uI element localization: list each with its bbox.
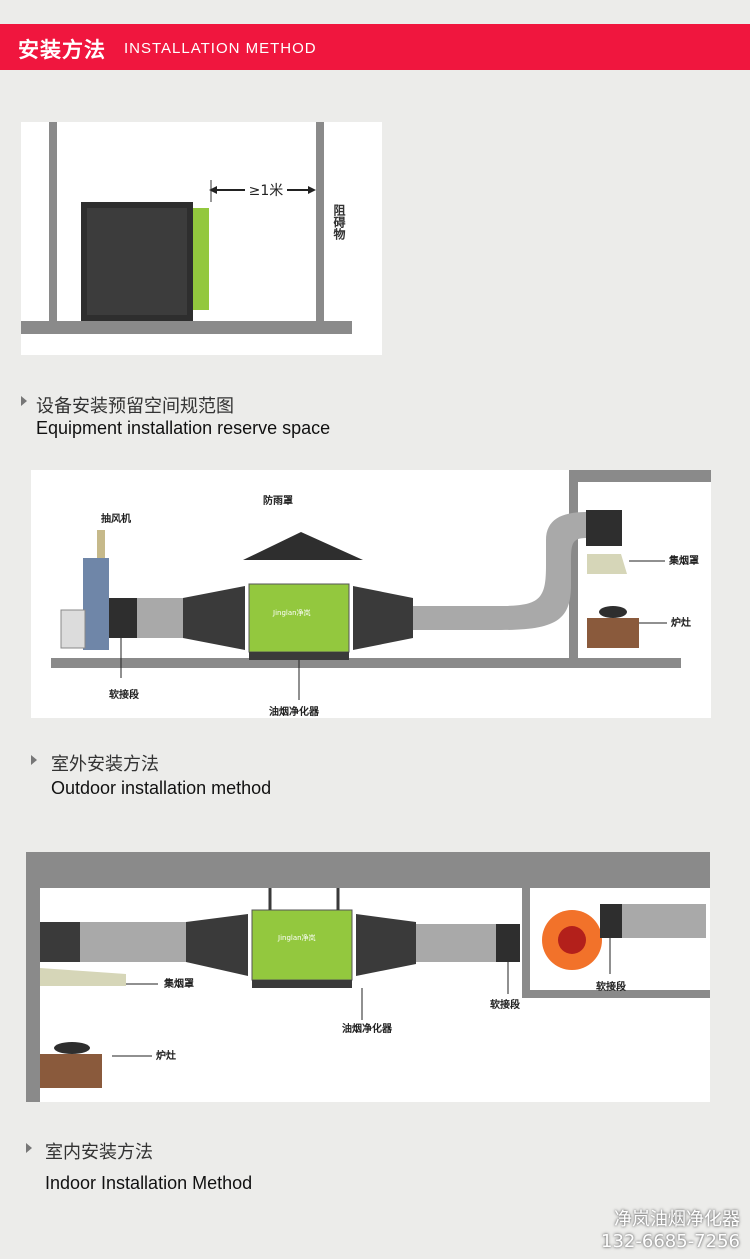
brand-watermark: 净岚油烟净化器 132-6685-7256 (601, 1205, 740, 1252)
caption-arrow-icon (26, 1143, 32, 1153)
label-indoor-hood: 集烟罩 (163, 977, 194, 990)
label-indoor-stove: 炉灶 (156, 1049, 176, 1062)
duct-taper-left (183, 586, 245, 650)
building-roof (569, 470, 711, 482)
label-fan: 抽风机 (101, 512, 131, 525)
indoor-soft-joint-shape (496, 924, 520, 962)
caption-cn: 室内安装方法 (45, 1142, 153, 1163)
purifier-grille (87, 208, 187, 315)
indoor-diagram: Jinglan净岚 集烟罩 炉灶 油烟净化器 软接段 软接段 (26, 852, 710, 1102)
fan-motor (60, 609, 86, 649)
purifier-base (249, 652, 349, 660)
fan-outlet-joint (600, 904, 622, 938)
indoor-duct-dark (40, 922, 80, 962)
fan-body (83, 558, 109, 650)
indoor-hood-shape (40, 968, 126, 986)
indoor-purifier-logo: Jinglan净岚 (277, 933, 316, 942)
ceiling (26, 852, 710, 888)
stove-burner (599, 606, 627, 618)
caption-arrow-icon (31, 755, 37, 765)
label-soft-joint-2: 软接段 (596, 980, 626, 993)
caption-arrow-icon (21, 396, 27, 406)
outdoor-svg: 集烟罩 炉灶 抽风机 Jinglan净岚 防雨罩 软接段 油烟净化器 (51, 470, 711, 718)
caption-cn: 设备安装预留空间规范图 (36, 396, 234, 417)
roof-floor (51, 658, 681, 668)
fan-outlet-duct (622, 904, 706, 938)
indoor-duct-gray (80, 922, 186, 962)
soft-joint-shape (109, 598, 137, 638)
header-title-en: INSTALLATION METHOD (124, 40, 317, 57)
indoor-taper-right (356, 914, 416, 976)
indoor-duct-gray-2 (416, 924, 496, 962)
section-header: 安装方法 INSTALLATION METHOD (0, 24, 750, 70)
outdoor-purifier (248, 583, 350, 653)
building-wall (569, 470, 578, 658)
caption-en: Equipment installation reserve space (36, 418, 331, 438)
duct-taper-right (353, 586, 413, 650)
duct-gray-left (137, 598, 183, 638)
obstacle-label: 阻碍物 (332, 203, 346, 241)
label-soft-joint-1: 软接段 (490, 998, 520, 1011)
fan-inlet (558, 926, 586, 954)
rain-cover-shape (243, 532, 363, 560)
caption-cn: 室外安装方法 (51, 754, 159, 775)
purifier-logo: Jinglan净岚 (272, 608, 311, 617)
floor (21, 321, 352, 334)
obstacle-wall (316, 122, 324, 327)
label-rain-cover: 防雨罩 (263, 494, 293, 507)
fan-stack (97, 530, 105, 558)
indoor-ledge (522, 990, 710, 998)
label-soft-joint: 软接段 (109, 688, 139, 701)
indoor-purifier-base (252, 980, 352, 988)
company-name: 净岚油烟净化器 (614, 1209, 740, 1230)
label-hood: 集烟罩 (668, 554, 699, 567)
reserve-space-svg: ≥1米 阻碍物 (21, 122, 352, 334)
hood-shape (587, 554, 627, 574)
purifier-side-panel (193, 208, 209, 310)
wall-left (49, 122, 57, 327)
indoor-wall-right (522, 888, 530, 998)
outdoor-diagram: 集烟罩 炉灶 抽风机 Jinglan净岚 防雨罩 软接段 油烟净化器 (31, 470, 711, 718)
distance-label: ≥1米 (249, 183, 284, 199)
reserve-space-diagram: ≥1米 阻碍物 (21, 122, 382, 355)
indoor-taper-left (186, 914, 248, 976)
phone-number: 132-6685-7256 (601, 1231, 740, 1252)
label-indoor-purifier: 油烟净化器 (342, 1022, 393, 1035)
indoor-stove-shape (40, 1054, 102, 1088)
exhaust-outlet (586, 510, 622, 546)
header-title-cn: 安装方法 (18, 38, 106, 62)
arrow-right-icon (308, 186, 316, 194)
caption-en: Outdoor installation method (51, 778, 272, 798)
caption-en: Indoor Installation Method (45, 1173, 253, 1193)
indoor-stove-burner (54, 1042, 90, 1054)
arrow-left-icon (209, 186, 217, 194)
indoor-svg: Jinglan净岚 集烟罩 炉灶 油烟净化器 软接段 软接段 (26, 852, 710, 1102)
label-purifier: 油烟净化器 (269, 705, 320, 718)
indoor-wall-left (26, 888, 40, 1102)
indoor-purifier (251, 909, 353, 981)
exhaust-duct (411, 512, 586, 630)
stove-shape (587, 618, 639, 648)
label-stove: 炉灶 (671, 616, 691, 629)
